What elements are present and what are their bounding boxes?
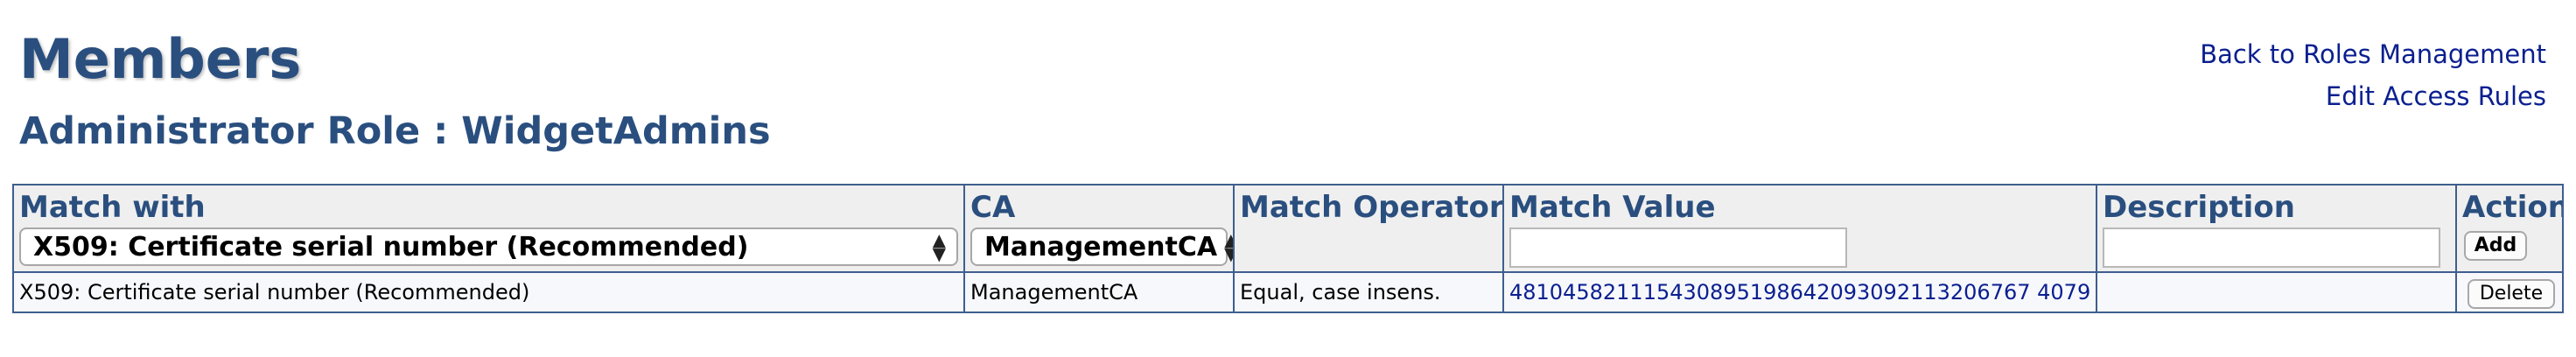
row-ca: ManagementCA — [963, 271, 1235, 313]
match-operator-label: Match Operator — [1240, 190, 1503, 225]
match-value-label: Match Value — [1509, 190, 1716, 225]
delete-button[interactable]: Delete — [2468, 279, 2555, 309]
back-to-roles-link[interactable]: Back to Roles Management — [2200, 39, 2546, 69]
page-title: Members — [19, 27, 302, 91]
up-down-chevron-icon: ▲▼ — [1224, 231, 1232, 262]
row-match-operator: Equal, case insens. — [1233, 271, 1504, 313]
description-label: Description — [2103, 190, 2295, 225]
match-with-select[interactable]: X509: Certificate serial number (Recomme… — [19, 228, 958, 266]
description-header: Description — [2096, 184, 2457, 273]
edit-access-rules-link[interactable]: Edit Access Rules — [2325, 81, 2546, 111]
members-table: Match with X509: Certificate serial numb… — [12, 184, 2564, 313]
action-label: Action — [2462, 190, 2563, 225]
match-value-header: Match Value — [1502, 184, 2097, 273]
role-subtitle: Administrator Role : WidgetAdmins — [19, 109, 771, 153]
row-match-value[interactable]: 481045821115430895198642093092113206767 … — [1502, 271, 2097, 313]
match-with-header: Match with X509: Certificate serial numb… — [12, 184, 965, 273]
table-header-row: Match with X509: Certificate serial numb… — [12, 184, 2564, 273]
row-match-with: X509: Certificate serial number (Recomme… — [12, 271, 965, 313]
ca-select[interactable]: ManagementCA ▲▼ — [970, 228, 1232, 266]
row-description — [2096, 271, 2457, 313]
up-down-chevron-icon: ▲▼ — [932, 229, 946, 264]
ca-select-value: ManagementCA — [984, 231, 1218, 262]
ca-label: CA — [970, 190, 1016, 225]
match-operator-header: Match Operator — [1233, 184, 1504, 273]
match-value-input[interactable] — [1509, 228, 1847, 268]
match-with-select-value: X509: Certificate serial number (Recomme… — [33, 231, 749, 262]
ca-header: CA ManagementCA ▲▼ — [963, 184, 1235, 273]
table-row: X509: Certificate serial number (Recomme… — [12, 271, 2564, 313]
action-header: Action Add — [2455, 184, 2564, 273]
match-with-label: Match with — [19, 190, 206, 225]
add-button[interactable]: Add — [2464, 231, 2527, 261]
top-links: Back to Roles Management Edit Access Rul… — [2200, 33, 2546, 117]
row-action: Delete — [2455, 271, 2564, 313]
description-input[interactable] — [2103, 228, 2440, 268]
